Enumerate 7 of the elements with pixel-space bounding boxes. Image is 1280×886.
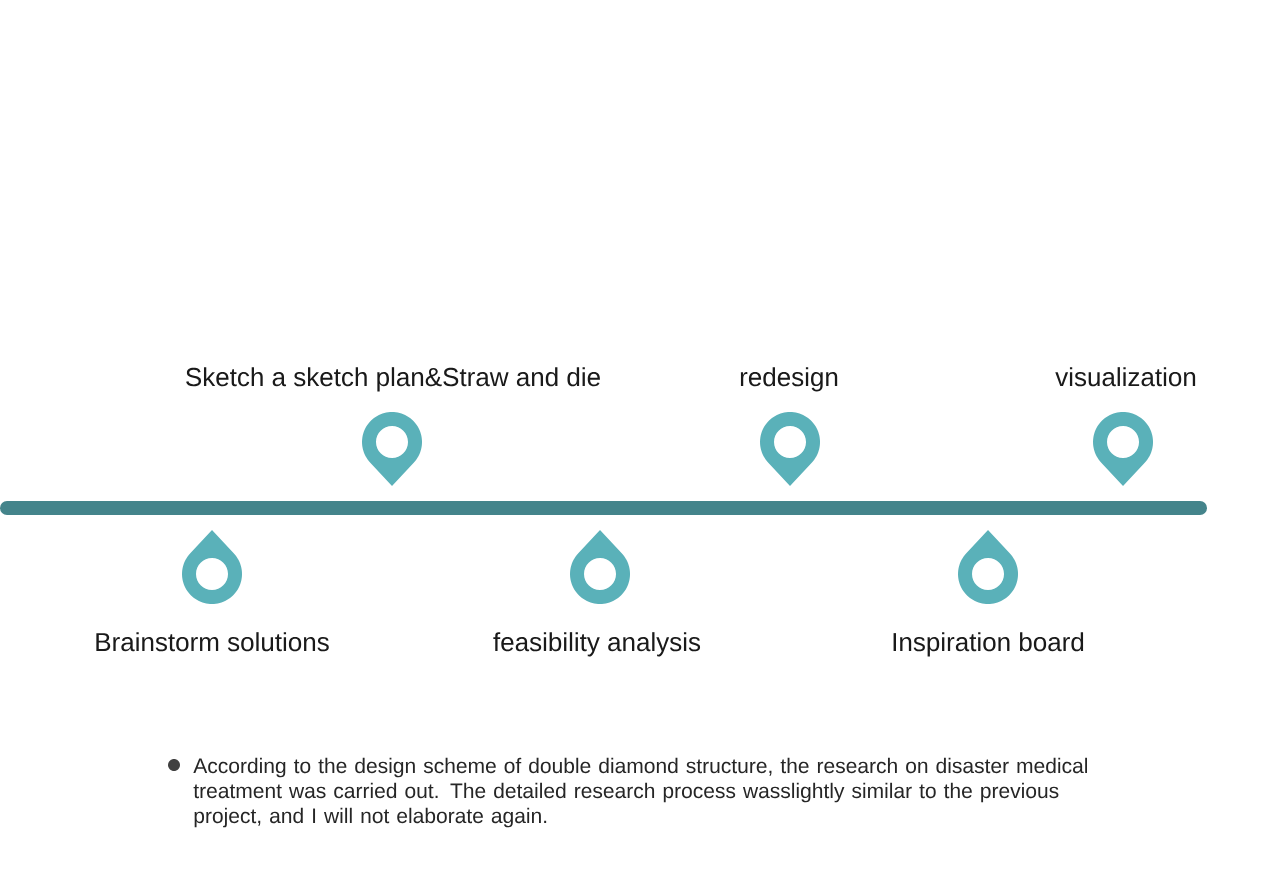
milestone-label: Sketch a sketch plan&Straw and die <box>186 367 600 392</box>
milestone-label: visualization <box>1055 367 1196 387</box>
milestone-label: feasibility analysis <box>493 632 701 657</box>
milestone-label: redesign <box>740 367 838 392</box>
milestone-label: Inspiration board <box>893 632 1084 657</box>
note-text: According to the design scheme of double diamond structure, the research on disaster medical treatment was carried out. The detailed research process wasslightly similar to the previous project, and I will not elaborate again. <box>193 757 1087 828</box>
milestone-label: Brainstorm solutions <box>96 632 329 652</box>
